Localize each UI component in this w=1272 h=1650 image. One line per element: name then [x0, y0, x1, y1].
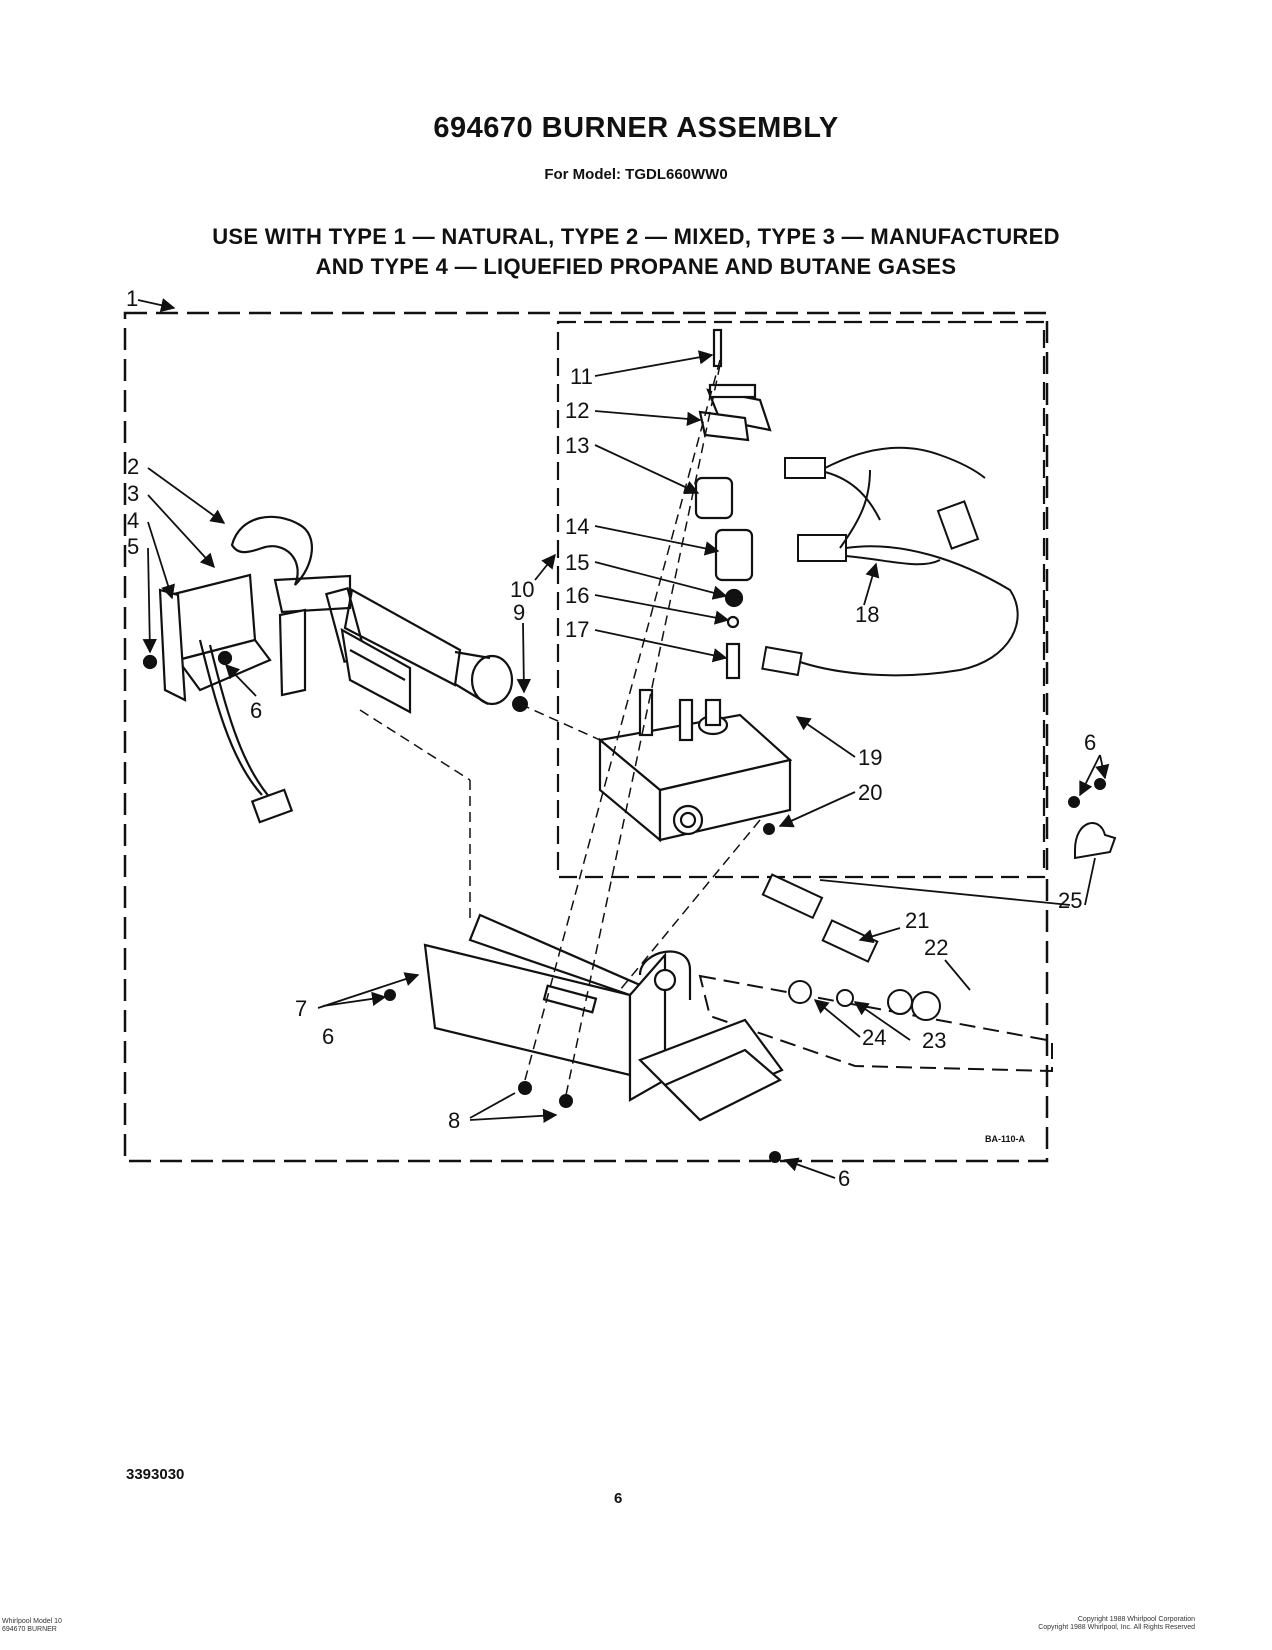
callout-5: 5 [127, 534, 139, 559]
callout-18: 18 [855, 602, 879, 627]
fine-left-line-2: 694670 BURNER [2, 1626, 57, 1633]
valve-coils [694, 328, 772, 680]
callout-6-left: 6 [250, 698, 262, 723]
callout-9: 9 [513, 600, 525, 625]
callout-14: 14 [565, 514, 589, 539]
usage-note-line-1: USE WITH TYPE 1 — NATURAL, TYPE 2 — MIXE… [212, 224, 1060, 249]
callout-10: 10 [510, 577, 534, 602]
fine-right-line-2: Copyright 1988 Whirlpool, Inc. All Right… [1038, 1624, 1195, 1631]
callout-23: 23 [922, 1028, 946, 1053]
callout-24: 24 [862, 1025, 886, 1050]
wiring-harness [761, 446, 1019, 677]
fine-print-left: Whirlpool Model 10 694670 BURNER [2, 1618, 62, 1634]
callout-21: 21 [905, 908, 929, 933]
orifice-group-boundary [698, 974, 1053, 1073]
callout-22: 22 [924, 935, 948, 960]
callout-16: 16 [565, 583, 589, 608]
assembly-boundary [123, 311, 1049, 1163]
burner-plate [340, 627, 412, 714]
callout-12: 12 [565, 398, 589, 423]
callout-17: 17 [565, 617, 589, 642]
model-subtitle: For Model: TGDL660WW0 [544, 166, 728, 183]
callout-6-bottom: 6 [838, 1166, 850, 1191]
document-number: 3393030 [126, 1466, 185, 1483]
orifice-parts [761, 873, 941, 1021]
callout-13: 13 [565, 433, 589, 458]
burner-bracket [423, 913, 784, 1122]
callout-6-clamp: 6 [1084, 730, 1096, 755]
callout-8: 8 [448, 1108, 460, 1133]
callout-20: 20 [858, 780, 882, 805]
callout-19: 19 [858, 745, 882, 770]
callout-1: 1 [126, 286, 138, 311]
fine-print-right: Copyright 1988 Whirlpool Corporation Cop… [985, 1616, 1195, 1632]
callout-6-bracket: 6 [322, 1024, 334, 1049]
callout-arrows [137, 298, 1110, 1179]
callout-4: 4 [127, 508, 139, 533]
drawing-code: BA-110-A [985, 1134, 1026, 1144]
callout-2: 2 [127, 454, 139, 479]
usage-note-line-2: AND TYPE 4 — LIQUEFIED PROPANE AND BUTAN… [315, 254, 957, 279]
callout-15: 15 [565, 550, 589, 575]
igniter-bracket [142, 573, 307, 824]
callout-7: 7 [295, 996, 307, 1021]
gas-valve-body [597, 688, 793, 843]
page-number: 6 [614, 1490, 623, 1507]
fine-left-line-1: Whirlpool Model 10 [2, 1618, 62, 1625]
callout-11: 11 [570, 364, 593, 389]
callout-25: 25 [1058, 888, 1082, 913]
callout-3: 3 [127, 481, 139, 506]
pipe-clamp [1068, 778, 1117, 860]
valve-subassembly-boundary [556, 320, 1046, 879]
page-title: 694670 BURNER ASSEMBLY [433, 112, 839, 144]
fine-right-line-1: Copyright 1988 Whirlpool Corporation [1077, 1616, 1195, 1623]
alignment-lines [359, 359, 761, 1096]
